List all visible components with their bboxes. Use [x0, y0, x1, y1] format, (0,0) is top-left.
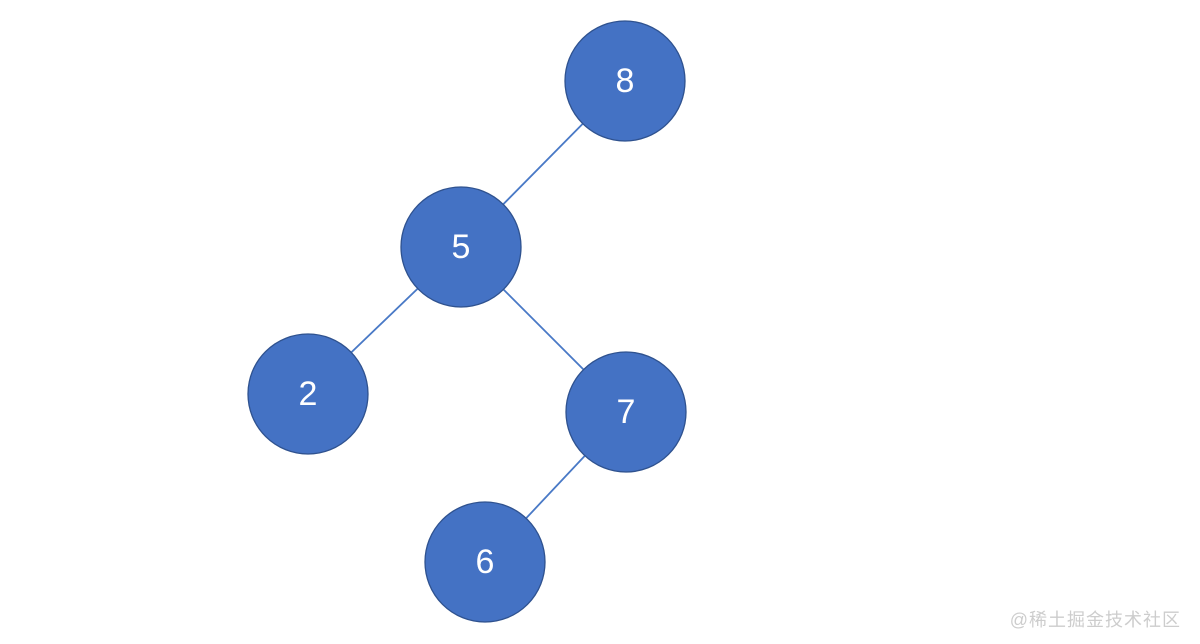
node-label-2: 2: [299, 375, 318, 413]
tree-nodes-layer: 8 5 2 7 6: [247, 20, 687, 623]
node-label-5: 5: [452, 228, 471, 266]
node-label-8: 8: [616, 62, 635, 100]
node-circle-5: [400, 186, 522, 308]
node-circle-2: [247, 333, 369, 455]
tree-node-7: 7: [565, 351, 687, 473]
node-label-7: 7: [617, 393, 636, 431]
node-circle-8: [564, 20, 686, 142]
node-circle-7: [565, 351, 687, 473]
tree-node-5: 5: [400, 186, 522, 308]
node-circle-6: [424, 501, 546, 623]
tree-node-2: 2: [247, 333, 369, 455]
tree-node-8: 8: [564, 20, 686, 142]
watermark-text: @稀土掘金技术社区: [1009, 610, 1181, 630]
tree-edges-layer: [307, 80, 627, 563]
tree-node-6: 6: [424, 501, 546, 623]
node-label-6: 6: [476, 543, 495, 581]
